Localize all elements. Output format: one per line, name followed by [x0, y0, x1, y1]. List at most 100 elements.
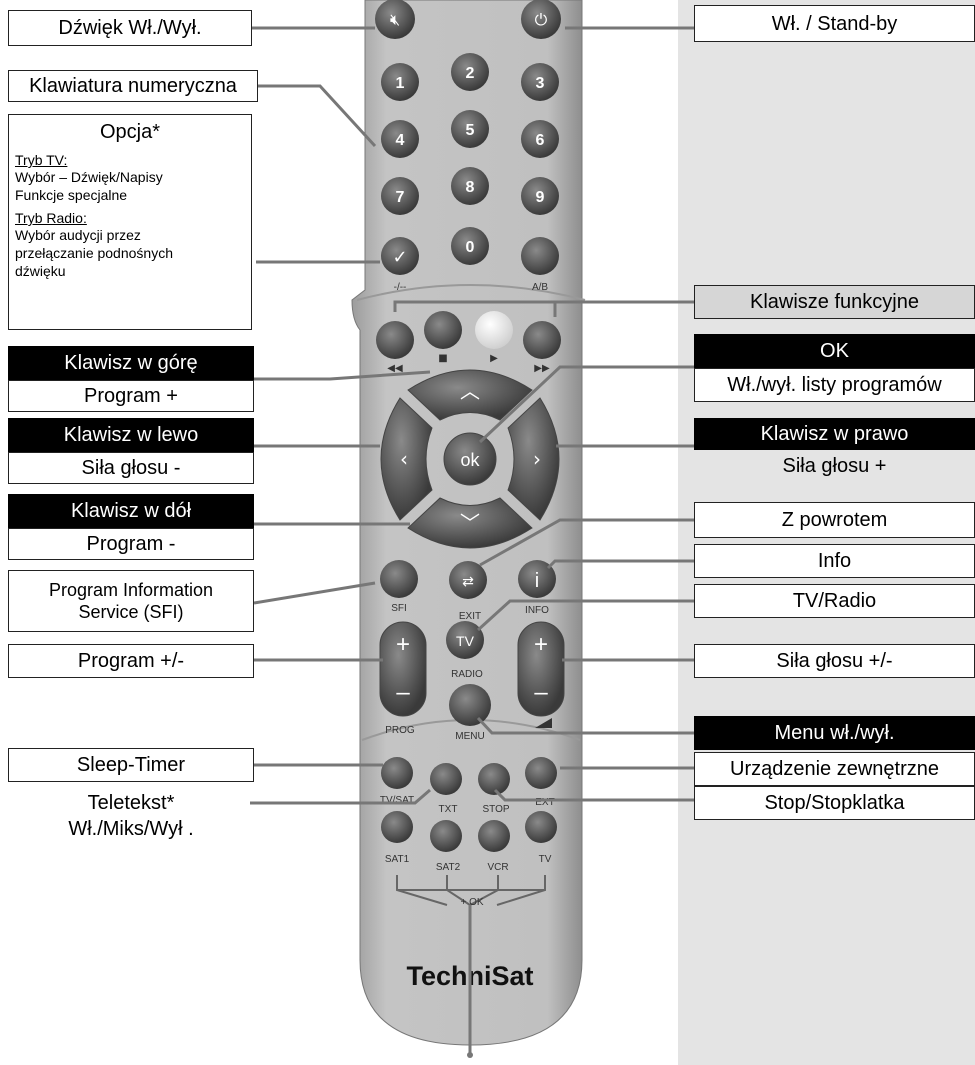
digit-1-button[interactable] [381, 63, 419, 101]
volume-ramp-icon [535, 718, 552, 728]
ext-button[interactable] [525, 757, 557, 789]
sfi-key-label: SFI [391, 603, 407, 614]
right-title-box: Klawisz w prawo [694, 418, 975, 450]
power-icon: ⏻ [535, 10, 548, 29]
stop-button[interactable] [478, 763, 510, 795]
digit-6-button[interactable] [521, 120, 559, 158]
function-keys-label-box: Klawisze funkcyjne [694, 285, 975, 319]
left-desc-box: Siła głosu - [8, 452, 254, 484]
blue-function-button[interactable] [523, 321, 561, 359]
exit-key-label: EXIT [459, 611, 481, 622]
digit-2-button[interactable] [451, 53, 489, 91]
leader-dot [467, 1052, 473, 1058]
info-button[interactable] [518, 560, 556, 598]
digit-4-button[interactable] [381, 120, 419, 158]
prog-rocker[interactable] [379, 621, 427, 717]
option-key-label: -/-- [394, 282, 407, 293]
left-title-box: Klawisz w lewo [8, 418, 254, 452]
ab-button[interactable] [521, 237, 559, 275]
ok-key-label: ok [460, 450, 480, 470]
menu-label-box: Menu wł./wył. [694, 716, 975, 750]
txt-button[interactable] [430, 763, 462, 795]
tvsat-key-label: TV/SAT [380, 795, 414, 806]
dpad-up[interactable] [407, 369, 533, 421]
option-button[interactable] [381, 237, 419, 275]
dpad-down[interactable] [407, 497, 533, 549]
option-tv-heading: Tryb TV: [15, 152, 68, 168]
mute-icon: 🔇︎ [390, 10, 400, 29]
dpad: ok ︿ ﹀ ‹ › [380, 369, 560, 549]
ext-key-label: EXT [535, 797, 554, 808]
numpad-label: Klawiatura numeryczna [29, 75, 237, 97]
menu-button[interactable] [449, 684, 491, 726]
standby-label: Wł. / Stand-by [771, 12, 898, 35]
right-desc-box: Siła głosu + [694, 450, 975, 482]
option-box: Opcja* Tryb TV: Wybór – Dźwięk/Napisy Fu… [8, 114, 252, 330]
dpad-left[interactable] [380, 397, 433, 521]
ok-button[interactable] [443, 432, 497, 486]
left-desc: Siła głosu - [81, 457, 181, 479]
vcr-key-label: VCR [487, 862, 508, 873]
back-arrow-icon: ⇄ [462, 574, 474, 590]
ok-title: OK [820, 340, 849, 362]
digit-0-button[interactable] [451, 227, 489, 265]
up-title: Klawisz w górę [64, 352, 198, 374]
sleep-label: Sleep-Timer [76, 754, 186, 776]
menu-key-label: MENU [455, 731, 484, 742]
right-title: Klawisz w prawo [760, 423, 909, 445]
remote-lower-curve [356, 284, 586, 301]
digit-5-button[interactable] [451, 110, 489, 148]
up-desc-box: Program + [8, 380, 254, 412]
tvsat-button[interactable] [381, 757, 413, 789]
left-title: Klawisz w lewo [63, 424, 199, 446]
yellow-function-button[interactable] [475, 311, 513, 349]
option-tv-line2: Funkcje specjalne [15, 187, 128, 203]
tv-button[interactable] [525, 811, 557, 843]
sfi-button[interactable] [380, 560, 418, 598]
digit-3-button[interactable] [521, 63, 559, 101]
sat1-button[interactable] [381, 811, 413, 843]
digit-8-label: 8 [466, 179, 475, 196]
ext-label-box: Urządzenie zewnętrzne [694, 752, 975, 786]
dpad-right[interactable] [507, 397, 560, 521]
forward-icon: ▶▶ [534, 363, 550, 374]
mute-button[interactable] [375, 0, 415, 39]
stop-label: Stop/Stopklatka [764, 792, 905, 814]
red-function-button[interactable] [376, 321, 414, 359]
digit-6-label: 6 [536, 132, 545, 149]
sfi-label-line2: Service (SFI) [78, 602, 184, 622]
ok-desc: Wł./wył. listy programów [727, 374, 942, 396]
volume-label: Siła głosu +/- [776, 650, 893, 672]
volume-rocker[interactable] [517, 621, 565, 717]
exit-button[interactable] [449, 561, 487, 599]
digit-8-button[interactable] [451, 167, 489, 205]
back-label: Z powrotem [781, 509, 888, 531]
prog-label: Program +/- [77, 650, 185, 672]
sfi-label-line1: Program Information [48, 580, 214, 600]
right-desc: Siła głosu + [782, 455, 887, 477]
teletext-line2: Wł./Miks/Wył . [68, 818, 194, 840]
back-label-box: Z powrotem [694, 502, 975, 538]
down-desc-box: Program - [8, 528, 254, 560]
check-icon: ✓ [392, 247, 407, 268]
power-button[interactable] [521, 0, 561, 39]
sat1-key-label: SAT1 [385, 854, 410, 865]
stop-icon: ■ [438, 353, 447, 364]
ok-title-box: OK [694, 334, 975, 368]
chevron-up-icon: ︿ [460, 379, 480, 403]
digit-7-button[interactable] [381, 177, 419, 215]
volume-label-box: Siła głosu +/- [694, 644, 975, 678]
down-title: Klawisz w dół [70, 500, 192, 522]
prog-key-label: PROG [385, 725, 415, 736]
tvradio-label-box: TV/Radio [694, 584, 975, 618]
sat2-button[interactable] [430, 820, 462, 852]
digit-4-label: 4 [396, 132, 405, 149]
down-desc: Program - [86, 533, 176, 555]
digit-9-button[interactable] [521, 177, 559, 215]
info-key-label: INFO [525, 605, 549, 616]
vcr-button[interactable] [478, 820, 510, 852]
green-function-button[interactable] [424, 311, 462, 349]
tvradio-button[interactable] [446, 621, 484, 659]
digit-2-label: 2 [466, 65, 475, 82]
